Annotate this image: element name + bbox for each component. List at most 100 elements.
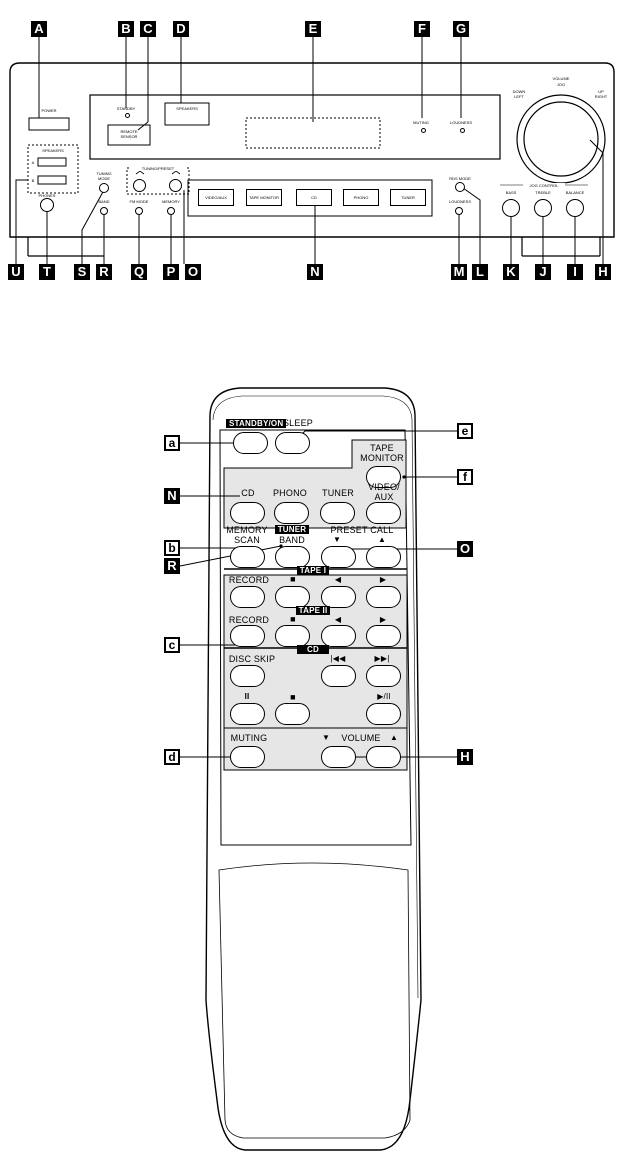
volume-label: VOLUME — [552, 76, 570, 81]
source-cd-button[interactable]: CD — [296, 189, 332, 206]
callout-s: S — [74, 264, 90, 280]
volume-label-remote: VOLUME — [341, 733, 381, 743]
callout-h-remote: H — [457, 749, 473, 765]
tuning-mode-label: TUNING MODE — [96, 171, 112, 181]
memory-label: MEMORY — [162, 199, 180, 204]
cd-stop-glyph: ■ — [290, 692, 296, 702]
cd-prev-glyph: |◀◀ — [330, 654, 346, 663]
loudness-label: LOUDNESS — [448, 199, 471, 204]
cd-stop-button[interactable] — [275, 703, 310, 725]
band-button[interactable] — [100, 207, 108, 215]
phono-button[interactable] — [274, 502, 309, 524]
tape2-record-label: RECORD — [228, 615, 270, 625]
speakers-label: SPEAKERS — [42, 148, 64, 153]
source-tuner-button[interactable]: TUNER — [390, 189, 426, 206]
callout-i: I — [567, 264, 583, 280]
callout-b-remote: b — [164, 540, 180, 556]
up-right-label: UP RIGHT — [594, 89, 608, 99]
memory-button[interactable] — [167, 207, 175, 215]
loudness-button[interactable] — [455, 207, 463, 215]
remote-outline — [179, 387, 457, 1151]
memory-scan-label-1: MEMORY — [226, 525, 268, 535]
fm-mode-label: FM MODE — [129, 199, 149, 204]
cd-prev-button[interactable] — [321, 665, 356, 687]
preset-down-button[interactable] — [321, 546, 356, 568]
tape2-play-button[interactable] — [366, 625, 401, 647]
callout-c: C — [140, 21, 156, 37]
preset-down-glyph: ▼ — [332, 535, 342, 544]
callout-n: N — [307, 264, 323, 280]
bass-label: BASS — [505, 190, 517, 195]
tape2-stop-button[interactable] — [275, 625, 310, 647]
tuner-section-label: TUNER — [274, 525, 310, 534]
video-aux-label-1: VIDEO/ — [368, 482, 400, 492]
source-tape-monitor-button[interactable]: TAPE MONITOR — [246, 189, 282, 206]
callout-d: D — [173, 21, 189, 37]
disc-skip-label: DISC SKIP — [228, 654, 276, 664]
down-left-label: DOWN LEFT — [512, 89, 526, 99]
cd-next-glyph: ▶▶| — [374, 654, 390, 663]
tuning-down-button[interactable] — [133, 179, 146, 192]
tape1-play-glyph: ▶ — [379, 575, 387, 584]
callout-m: M — [451, 264, 467, 280]
muting-button[interactable] — [230, 746, 265, 768]
loudness-display-label: LOUDNESS — [449, 120, 472, 125]
standby-on-button[interactable] — [233, 432, 268, 454]
sleep-button[interactable] — [275, 432, 310, 454]
volume-up-glyph: ▲ — [389, 733, 399, 742]
sleep-label: SLEEP — [282, 418, 314, 428]
callout-j: J — [535, 264, 551, 280]
tuning-up-button[interactable] — [169, 179, 182, 192]
disc-skip-button[interactable] — [230, 665, 265, 687]
tuning-mode-button[interactable] — [99, 183, 109, 193]
tape1-record-button[interactable] — [230, 586, 265, 608]
callout-f-remote: f — [457, 469, 473, 485]
cd-pause-glyph: II — [244, 692, 250, 701]
muting-label-remote: MUTING — [230, 733, 268, 743]
callout-h: H — [595, 264, 611, 280]
tuner-button[interactable] — [320, 502, 355, 524]
tape2-record-button[interactable] — [230, 625, 265, 647]
tape1-record-label: RECORD — [228, 575, 270, 585]
rds-mode-label: RDS MODE — [449, 176, 471, 181]
video-aux-label-2: AUX — [374, 492, 394, 502]
rds-mode-button[interactable] — [455, 182, 465, 192]
preset-up-button[interactable] — [366, 546, 401, 568]
tuner-label: TUNER — [322, 488, 354, 498]
cd-play-pause-button[interactable] — [366, 703, 401, 725]
tape-monitor-label-2: MONITOR — [360, 453, 404, 463]
tape2-section-label: TAPE II — [295, 606, 331, 615]
cd-pause-button[interactable] — [230, 703, 265, 725]
source-video-aux-button[interactable]: VIDEO/AUX — [198, 189, 234, 206]
tape1-play-button[interactable] — [366, 586, 401, 608]
cd-button[interactable] — [230, 502, 265, 524]
tape1-rewind-button[interactable] — [321, 586, 356, 608]
fm-mode-button[interactable] — [135, 207, 143, 215]
tape1-section-label: TAPE I — [296, 566, 330, 575]
band-label: BAND — [98, 199, 110, 204]
tape2-rewind-button[interactable] — [321, 625, 356, 647]
standby-indicator — [125, 113, 130, 118]
cd-label: CD — [241, 488, 255, 498]
memory-scan-label-2: SCAN — [234, 535, 260, 545]
source-phono-button[interactable]: PHONO — [343, 189, 379, 206]
tape1-stop-button[interactable] — [275, 586, 310, 608]
display-speakers-label: SPEAKERS — [176, 106, 198, 111]
callout-t: T — [39, 264, 55, 280]
video-aux-button[interactable] — [366, 502, 401, 524]
callout-a-remote: a — [164, 435, 180, 451]
memory-scan-button[interactable] — [230, 546, 265, 568]
treble-label: TREBLE — [535, 190, 551, 195]
callout-o-remote: O — [457, 541, 473, 557]
bass-knob[interactable] — [502, 199, 520, 217]
volume-down-button[interactable] — [321, 746, 356, 768]
balance-label: BALANCE — [565, 190, 585, 195]
volume-up-button[interactable] — [366, 746, 401, 768]
cd-next-button[interactable] — [366, 665, 401, 687]
tape-monitor-button[interactable] — [366, 466, 401, 488]
band-button-remote[interactable] — [275, 546, 310, 568]
callout-r: R — [96, 264, 112, 280]
cd-play-pause-glyph: ▶/II — [377, 692, 391, 701]
treble-knob[interactable] — [534, 199, 552, 217]
balance-knob[interactable] — [566, 199, 584, 217]
